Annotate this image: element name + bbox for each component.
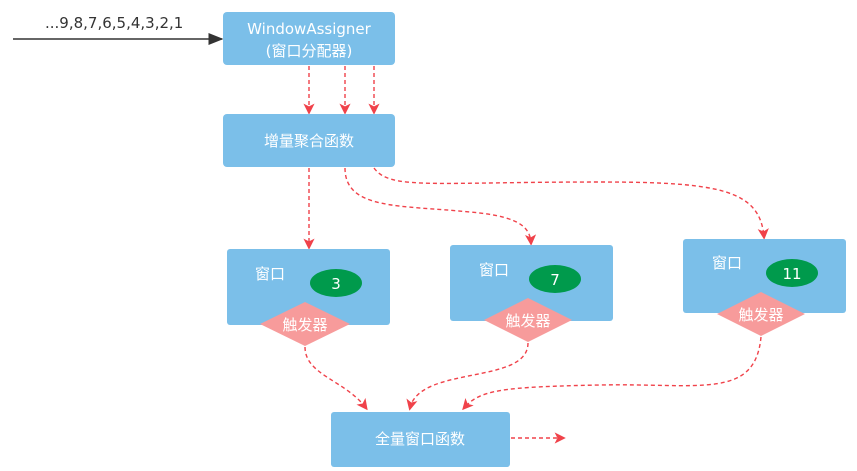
flow-arrow <box>462 336 762 411</box>
flow-arrow <box>304 346 368 411</box>
incremental-agg-label: 增量聚合函数 <box>264 132 354 150</box>
incremental-agg-node: 增量聚合函数 <box>223 114 395 167</box>
window-assigner-subtitle: (窗口分配器) <box>266 42 353 60</box>
trigger-label: 触发器 <box>738 306 783 324</box>
count-badge <box>310 269 362 297</box>
flow-arrow <box>344 167 537 246</box>
window-count: 7 <box>550 271 560 289</box>
count-badge <box>766 259 818 287</box>
window-node: 窗口 3 触发器 <box>227 249 390 346</box>
window-count: 11 <box>782 265 801 283</box>
window-label: 窗口 <box>712 254 742 272</box>
trigger-label: 触发器 <box>505 312 550 330</box>
window-assigner-title: WindowAssigner <box>247 20 371 38</box>
full-window-func-node: 全量窗口函数 <box>331 412 510 467</box>
window-count: 3 <box>331 275 341 293</box>
window-assigner-node: WindowAssigner (窗口分配器) <box>223 12 395 65</box>
trigger-label: 触发器 <box>282 316 327 334</box>
full-window-func-label: 全量窗口函数 <box>375 430 465 448</box>
input-stream-label: ...9,8,7,6,5,4,3,2,1 <box>45 14 183 32</box>
flow-arrow <box>406 342 529 411</box>
trigger-diamond <box>260 302 350 346</box>
window-label: 窗口 <box>255 265 285 283</box>
count-badge <box>529 265 581 293</box>
window-node: 窗口 11 触发器 <box>683 239 846 336</box>
window-label: 窗口 <box>479 261 509 279</box>
trigger-diamond <box>484 298 572 342</box>
flow-arrow <box>373 167 769 240</box>
trigger-diamond <box>717 292 805 336</box>
window-node: 窗口 7 触发器 <box>450 245 613 342</box>
